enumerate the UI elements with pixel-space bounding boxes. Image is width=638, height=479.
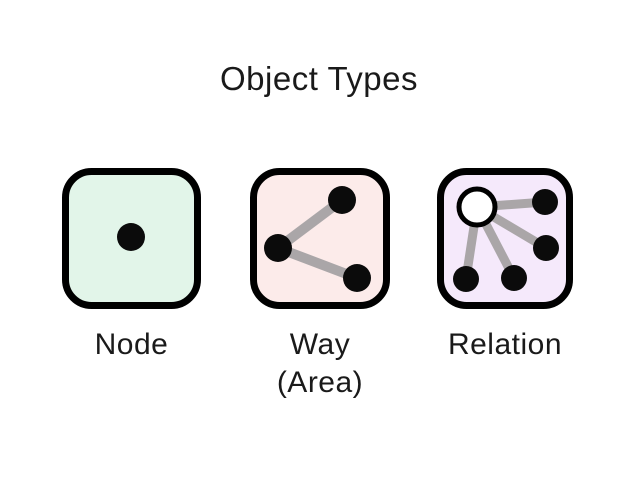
way-label: Way (Area) <box>277 326 363 402</box>
node-dot <box>117 223 145 251</box>
way-dot-bottom-right <box>343 264 371 292</box>
way-box-icon <box>250 168 390 309</box>
node-label: Node <box>95 326 169 364</box>
node-label-text: Node <box>94 328 169 361</box>
relation-member-dot-bottom-middle <box>501 265 527 291</box>
node-box-icon <box>62 168 201 309</box>
relation-label-text: Relation <box>447 328 563 361</box>
way-sublabel-text: (Area) <box>276 366 364 399</box>
relation-member-dot-bottom-left <box>453 266 479 292</box>
relation-member-dot-top-right <box>532 189 558 215</box>
relation-root-circle <box>456 186 498 228</box>
way-dot-left <box>264 234 292 262</box>
relation-member-dot-right <box>533 235 559 261</box>
way-edge-2 <box>276 243 359 283</box>
way-dot-top-right <box>328 186 356 214</box>
relation-label: Relation <box>448 326 562 364</box>
way-label-text: Way <box>289 328 351 361</box>
relation-box-icon <box>437 168 573 309</box>
diagram-title: Object Types <box>220 60 418 97</box>
